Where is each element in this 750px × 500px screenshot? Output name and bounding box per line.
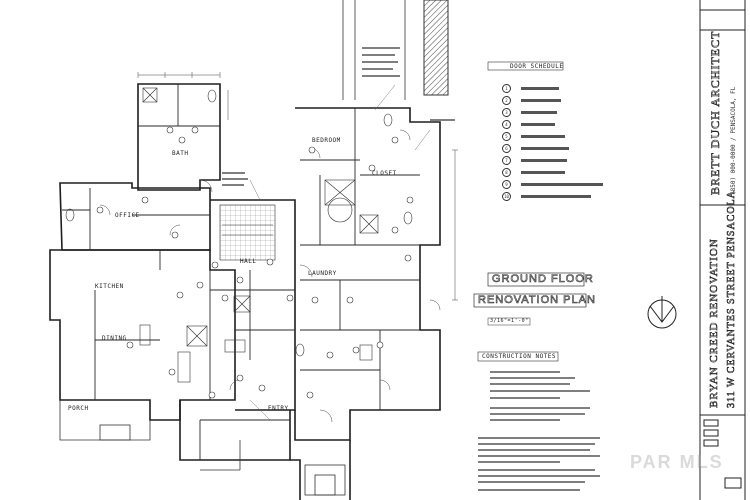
room-label-entry: ENTRY xyxy=(268,405,289,412)
callout-leaders xyxy=(249,84,431,421)
plan-title-line1: GROUND FLOOR xyxy=(492,273,594,286)
plan-title-box-1 xyxy=(487,272,585,287)
north-arrow xyxy=(647,296,677,329)
exterior-walls xyxy=(49,83,441,500)
room-label-office: OFFICE xyxy=(115,212,140,219)
room-label-bath: BATH xyxy=(172,150,189,157)
door-schedule-list: 1 2 3 4 5 6 7 8 9 10 xyxy=(502,84,622,214)
door-schedule-row: 4 xyxy=(502,120,555,129)
construction-notes-heading: CONSTRUCTION NOTES xyxy=(482,353,557,360)
plan-title-line2: RENOVATION PLAN xyxy=(478,294,596,307)
room-label-closet: CLOSET xyxy=(372,170,397,177)
door-schedule-row: 6 xyxy=(502,144,569,153)
door-schedule-row: 7 xyxy=(502,156,567,165)
notes-text-lines xyxy=(478,371,600,491)
plan-title-box-2 xyxy=(473,293,587,308)
porch-outline xyxy=(59,400,346,496)
callout-text-lines xyxy=(222,47,455,186)
door-schedule-heading: DOOR SCHEDULE xyxy=(510,63,564,70)
room-label-laundry: LAUNDRY xyxy=(308,270,337,277)
door-schedule-row: 8 xyxy=(502,168,565,177)
door-schedule-row: 9 xyxy=(502,180,603,189)
fixtures xyxy=(65,87,413,383)
title-block-frame xyxy=(699,0,746,500)
chimney-hatch xyxy=(423,0,449,96)
door-tags xyxy=(96,126,414,399)
room-label-dining: DINING xyxy=(102,335,127,342)
interior-walls xyxy=(62,84,420,460)
room-label-hall: HALL xyxy=(240,258,257,265)
stairs xyxy=(219,204,276,261)
plan-scale: 3/16"=1'-0" xyxy=(490,318,529,324)
door-schedule-row: 2 xyxy=(502,96,561,105)
watermark-logo: PAR MLS xyxy=(630,452,724,472)
project-address: 311 W CERVANTES STREET PENSACOLA xyxy=(726,190,738,408)
room-label-bedroom: BEDROOM xyxy=(312,137,341,144)
door-schedule-row: 5 xyxy=(502,132,565,141)
project-name: BRYAN CREED RENOVATION xyxy=(708,238,721,408)
firm-contact: (850) 000-0000 / PENSACOLA, FL xyxy=(730,86,737,195)
dimension-lines xyxy=(137,72,458,301)
room-label-porch: PORCH xyxy=(68,405,89,412)
room-label-kitchen: KITCHEN xyxy=(95,283,124,290)
door-schedule-row: 10 xyxy=(502,192,591,201)
door-schedule-row: 1 xyxy=(502,84,559,93)
door-schedule-row: 3 xyxy=(502,108,557,117)
firm-name: BRETT DUCH ARCHITECT xyxy=(708,30,723,195)
